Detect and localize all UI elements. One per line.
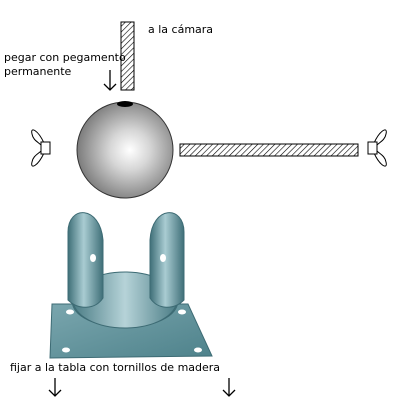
wing-nut-icon bbox=[367, 129, 387, 167]
glue-label-line1: pegar con pegamento bbox=[4, 51, 126, 64]
sphere-hole bbox=[117, 101, 133, 107]
down-arrow-icon bbox=[48, 378, 62, 397]
right-ear-hole bbox=[160, 254, 166, 262]
camera-threaded-rod bbox=[120, 21, 135, 91]
glue-arrow-icon bbox=[103, 70, 117, 91]
wing-nut-icon bbox=[31, 129, 51, 167]
down-arrow-icon bbox=[222, 378, 236, 397]
glue-label-line2: permanente bbox=[4, 65, 72, 78]
horizontal-threaded-rod bbox=[179, 143, 359, 157]
bracket-right-ear bbox=[149, 212, 185, 308]
camera-label: a la cámara bbox=[148, 23, 214, 36]
bracket-left-ear bbox=[67, 212, 104, 308]
left-ear-hole bbox=[90, 254, 96, 262]
plate-screw-holes bbox=[62, 309, 202, 353]
fix-board-label: fijar a la tabla con tornillos de madera bbox=[10, 361, 221, 374]
ball-joint-sphere bbox=[76, 101, 174, 199]
